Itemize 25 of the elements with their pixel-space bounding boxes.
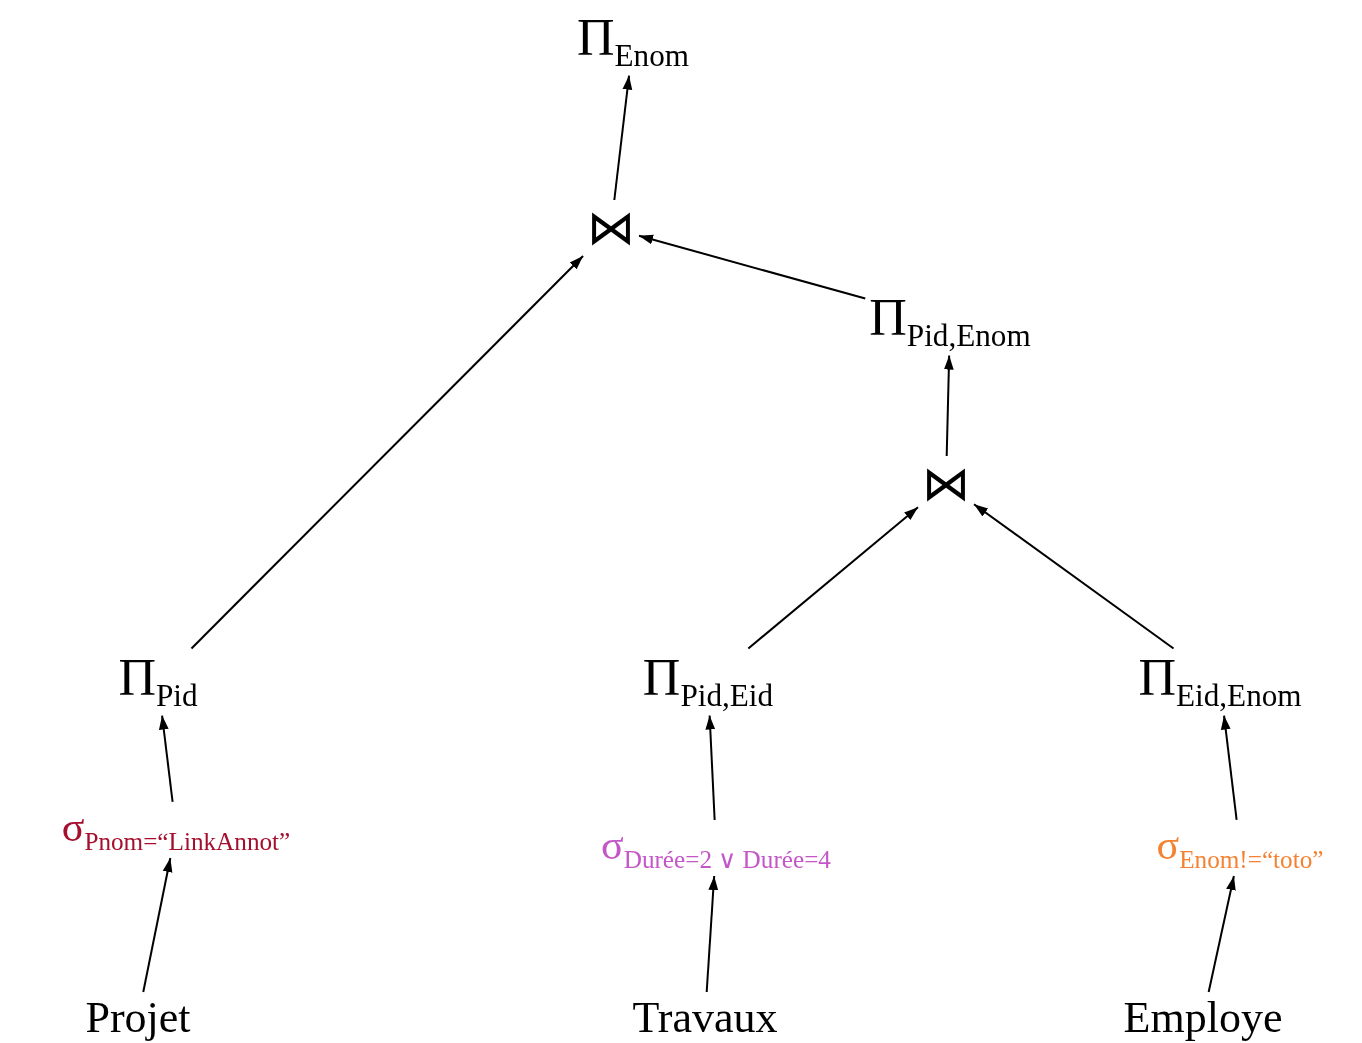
arrow <box>158 714 174 803</box>
arrow <box>613 74 633 201</box>
arrow <box>1207 875 1236 993</box>
join-symbol: ⋈ <box>922 460 970 508</box>
arrow <box>973 503 1175 650</box>
arrow <box>142 857 173 993</box>
projection-operator: Π$_{Pid,Enom}$ <box>869 292 1031 352</box>
relation-name: Travaux <box>632 996 778 1040</box>
selection-operator: σ$_{Durée=2 ∨ Durée=4}$ <box>601 824 831 872</box>
projection-operator: Π$_{Pid}$ <box>118 652 198 712</box>
selection-operator: σ$_{Enom!=“toto”}$ <box>1156 824 1324 872</box>
arrow <box>705 714 716 821</box>
projection-operator: Π$_{Enom}$ <box>576 12 690 72</box>
projection-operator: Π$_{Pid,Eid}$ <box>642 652 774 712</box>
arrow <box>705 875 719 993</box>
relation-name: Projet <box>85 996 191 1040</box>
projection-operator: Π$_{Eid,Enom}$ <box>1138 652 1302 712</box>
arrow <box>190 255 585 650</box>
arrow <box>638 234 867 300</box>
relation-name: Employe <box>1123 996 1283 1040</box>
arrow <box>943 354 954 457</box>
selection-operator: σ$_{Pnom=“LinkAnnot”}$ <box>61 806 291 854</box>
arrow <box>747 506 919 650</box>
arrow <box>1220 714 1238 821</box>
join-symbol: ⋈ <box>587 204 635 252</box>
